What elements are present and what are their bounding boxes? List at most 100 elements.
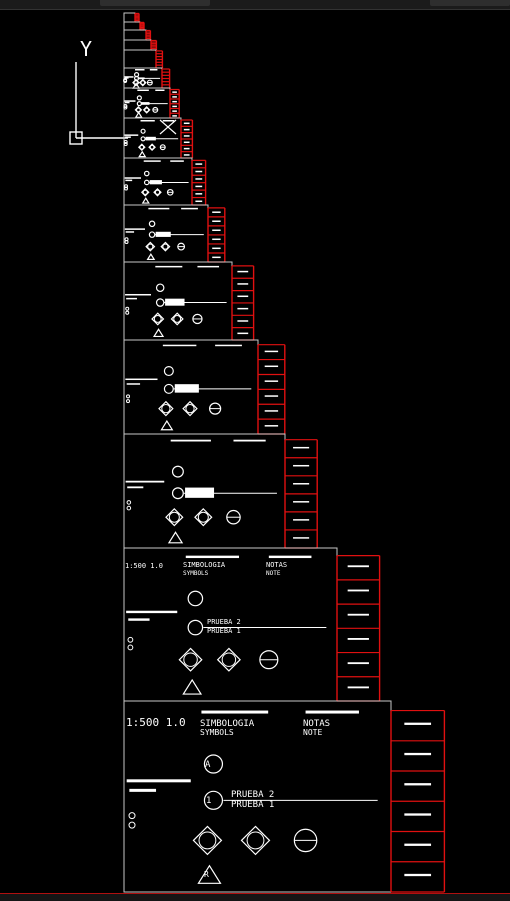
- symbol-diamond: [192, 825, 223, 856]
- symbol-circle: [155, 298, 165, 307]
- title-block-text: [172, 96, 177, 98]
- small-glyph: [126, 394, 131, 399]
- side-bar: [124, 77, 129, 79]
- title-block-text: [347, 613, 369, 616]
- sheet-frame: [123, 29, 147, 41]
- side-bar: [124, 100, 136, 102]
- symbol-diamond: [178, 647, 203, 672]
- symbol-diamond-circle: [173, 315, 182, 323]
- title-block-text: [195, 163, 203, 165]
- symbol-diamond-circle: [136, 107, 141, 113]
- symbology-subtitle: SYMBOLS: [200, 728, 234, 737]
- title-block-text: [237, 295, 249, 298]
- symbol-circle: [187, 619, 204, 636]
- small-glyph: [127, 636, 134, 643]
- sheet-frame: [123, 12, 136, 23]
- title-block-text: [183, 135, 190, 137]
- header-bar: [140, 120, 155, 122]
- label-block: [141, 102, 150, 105]
- title-block-text: [293, 519, 310, 521]
- title-block-text: [264, 425, 279, 427]
- title-block-text: [172, 105, 177, 108]
- symbol-diamond: [165, 508, 184, 527]
- header-bar: [215, 344, 242, 347]
- title-block-text: [183, 128, 190, 131]
- title-block-text: [195, 185, 203, 188]
- symbol-diamond-circle: [168, 511, 180, 523]
- symbol-circle: [140, 128, 146, 134]
- small-glyph: [125, 306, 130, 311]
- circle-number: 1: [206, 796, 211, 806]
- side-bar: [128, 618, 150, 621]
- cross-marker: [159, 119, 177, 135]
- title-block-text: [212, 247, 221, 250]
- symbol-diamond: [194, 508, 213, 527]
- title-block-text: [347, 638, 369, 640]
- title-block-text: [183, 154, 190, 156]
- symbol-diamond-circle: [153, 315, 162, 323]
- symbol-diamond: [240, 825, 271, 856]
- symbol-letter: A: [205, 760, 211, 770]
- label-block: [185, 487, 215, 498]
- note-title: NOTAS: [303, 719, 330, 729]
- small-glyph: [125, 310, 130, 315]
- symbol-circle: [171, 487, 184, 500]
- application-top-bar: [0, 0, 510, 10]
- symbol-diamond: [182, 400, 198, 417]
- symbol-diamond-circle: [144, 107, 149, 113]
- header-bar: [162, 120, 175, 122]
- side-bar: [126, 779, 191, 783]
- small-glyph: [128, 821, 136, 829]
- title-block-text: [172, 115, 177, 117]
- side-bar: [124, 76, 134, 78]
- header-bar: [149, 69, 158, 71]
- side-bar: [124, 101, 130, 104]
- header-bar: [268, 555, 312, 559]
- header-bar: [185, 555, 240, 559]
- symbol-circle: [136, 95, 142, 101]
- title-block-text: [293, 501, 310, 503]
- title-block-text: [347, 686, 369, 689]
- header-bar: [148, 207, 170, 210]
- sheet-frame: [123, 39, 152, 51]
- symbol-diamond-circle: [185, 403, 195, 414]
- header-bar: [233, 439, 266, 442]
- symbol-triangle: [197, 864, 222, 884]
- symbol-triangle: [182, 678, 203, 695]
- symbol-diamond-circle: [183, 652, 198, 667]
- side-bar: [126, 297, 137, 300]
- title-block-text: [237, 270, 249, 273]
- label-block: [145, 136, 156, 141]
- title-block-text: [404, 783, 432, 786]
- symbol-diamond-circle: [142, 189, 148, 195]
- title-block-text: [347, 662, 369, 665]
- ribbon-tab[interactable]: [100, 0, 210, 6]
- symbol-circle: [203, 754, 224, 774]
- sheet-frame: [123, 21, 141, 31]
- symbol-diamond-circle: [197, 511, 209, 523]
- side-bar: [125, 179, 133, 182]
- symbol-diamond-circle: [147, 243, 154, 250]
- small-glyph: [127, 644, 134, 651]
- title-block-text: [293, 446, 310, 449]
- label-block: [165, 298, 185, 306]
- side-bar: [125, 480, 165, 483]
- symbol-triangle: [134, 111, 143, 119]
- side-bar: [125, 231, 135, 233]
- title-block-text: [404, 873, 432, 877]
- triangle-letter: R: [204, 870, 209, 879]
- ribbon-tab[interactable]: [430, 0, 510, 6]
- symbol-diamond-circle: [149, 144, 155, 150]
- layout-sheets: [123, 12, 446, 893]
- side-bar: [124, 134, 139, 136]
- scale-text: 1:500 1.0: [126, 716, 186, 729]
- side-bar: [125, 136, 131, 138]
- header-bar: [170, 160, 184, 162]
- header-bar: [305, 710, 359, 714]
- title-block-text: [183, 122, 190, 125]
- symbol-triangle: [146, 253, 156, 261]
- title-block-text: [183, 141, 190, 144]
- title-block-text: [237, 332, 249, 335]
- symbol-diamond-circle: [162, 243, 169, 250]
